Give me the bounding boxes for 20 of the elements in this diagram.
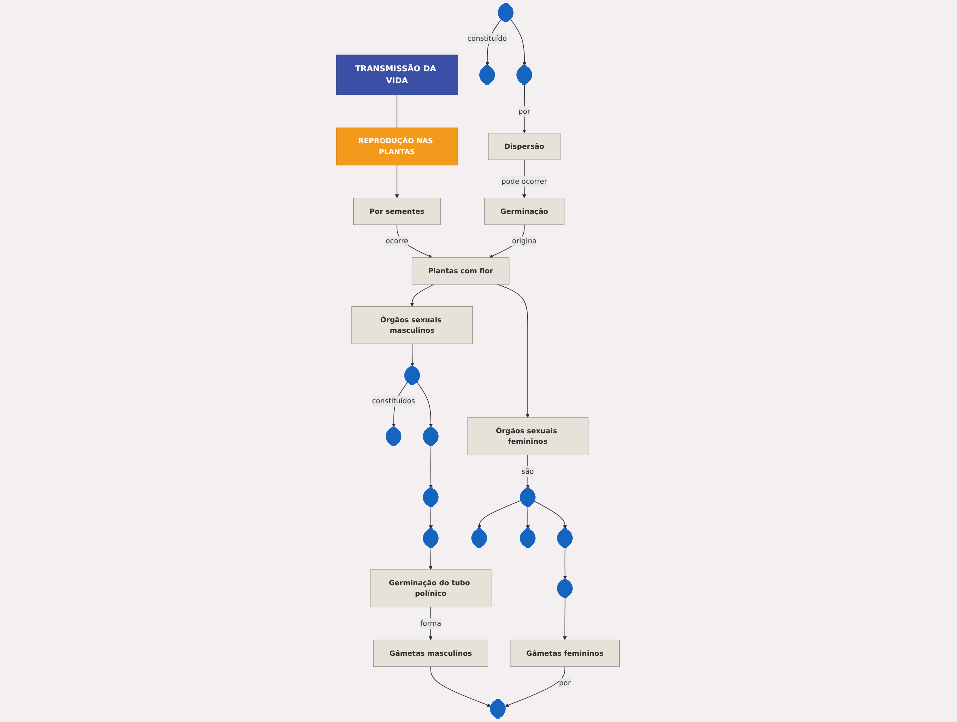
arrow — [505, 666, 566, 708]
arrow — [526, 506, 530, 530]
arrow — [534, 501, 568, 530]
arrow — [510, 19, 527, 66]
arrow — [478, 500, 522, 530]
arrow — [522, 84, 527, 134]
arrow — [564, 548, 568, 580]
arrow — [397, 224, 433, 258]
arrow — [563, 598, 568, 640]
arrow — [417, 382, 434, 428]
arrow — [410, 344, 415, 367]
arrow — [429, 506, 434, 530]
arrow — [429, 548, 434, 570]
node-box: TRANSMISSÃO DA VIDA — [336, 54, 458, 96]
connector — [397, 94, 398, 128]
arrow — [429, 446, 434, 489]
arrow — [497, 284, 530, 418]
arrow — [430, 666, 492, 708]
arrow — [410, 284, 435, 307]
arrow — [396, 165, 400, 198]
